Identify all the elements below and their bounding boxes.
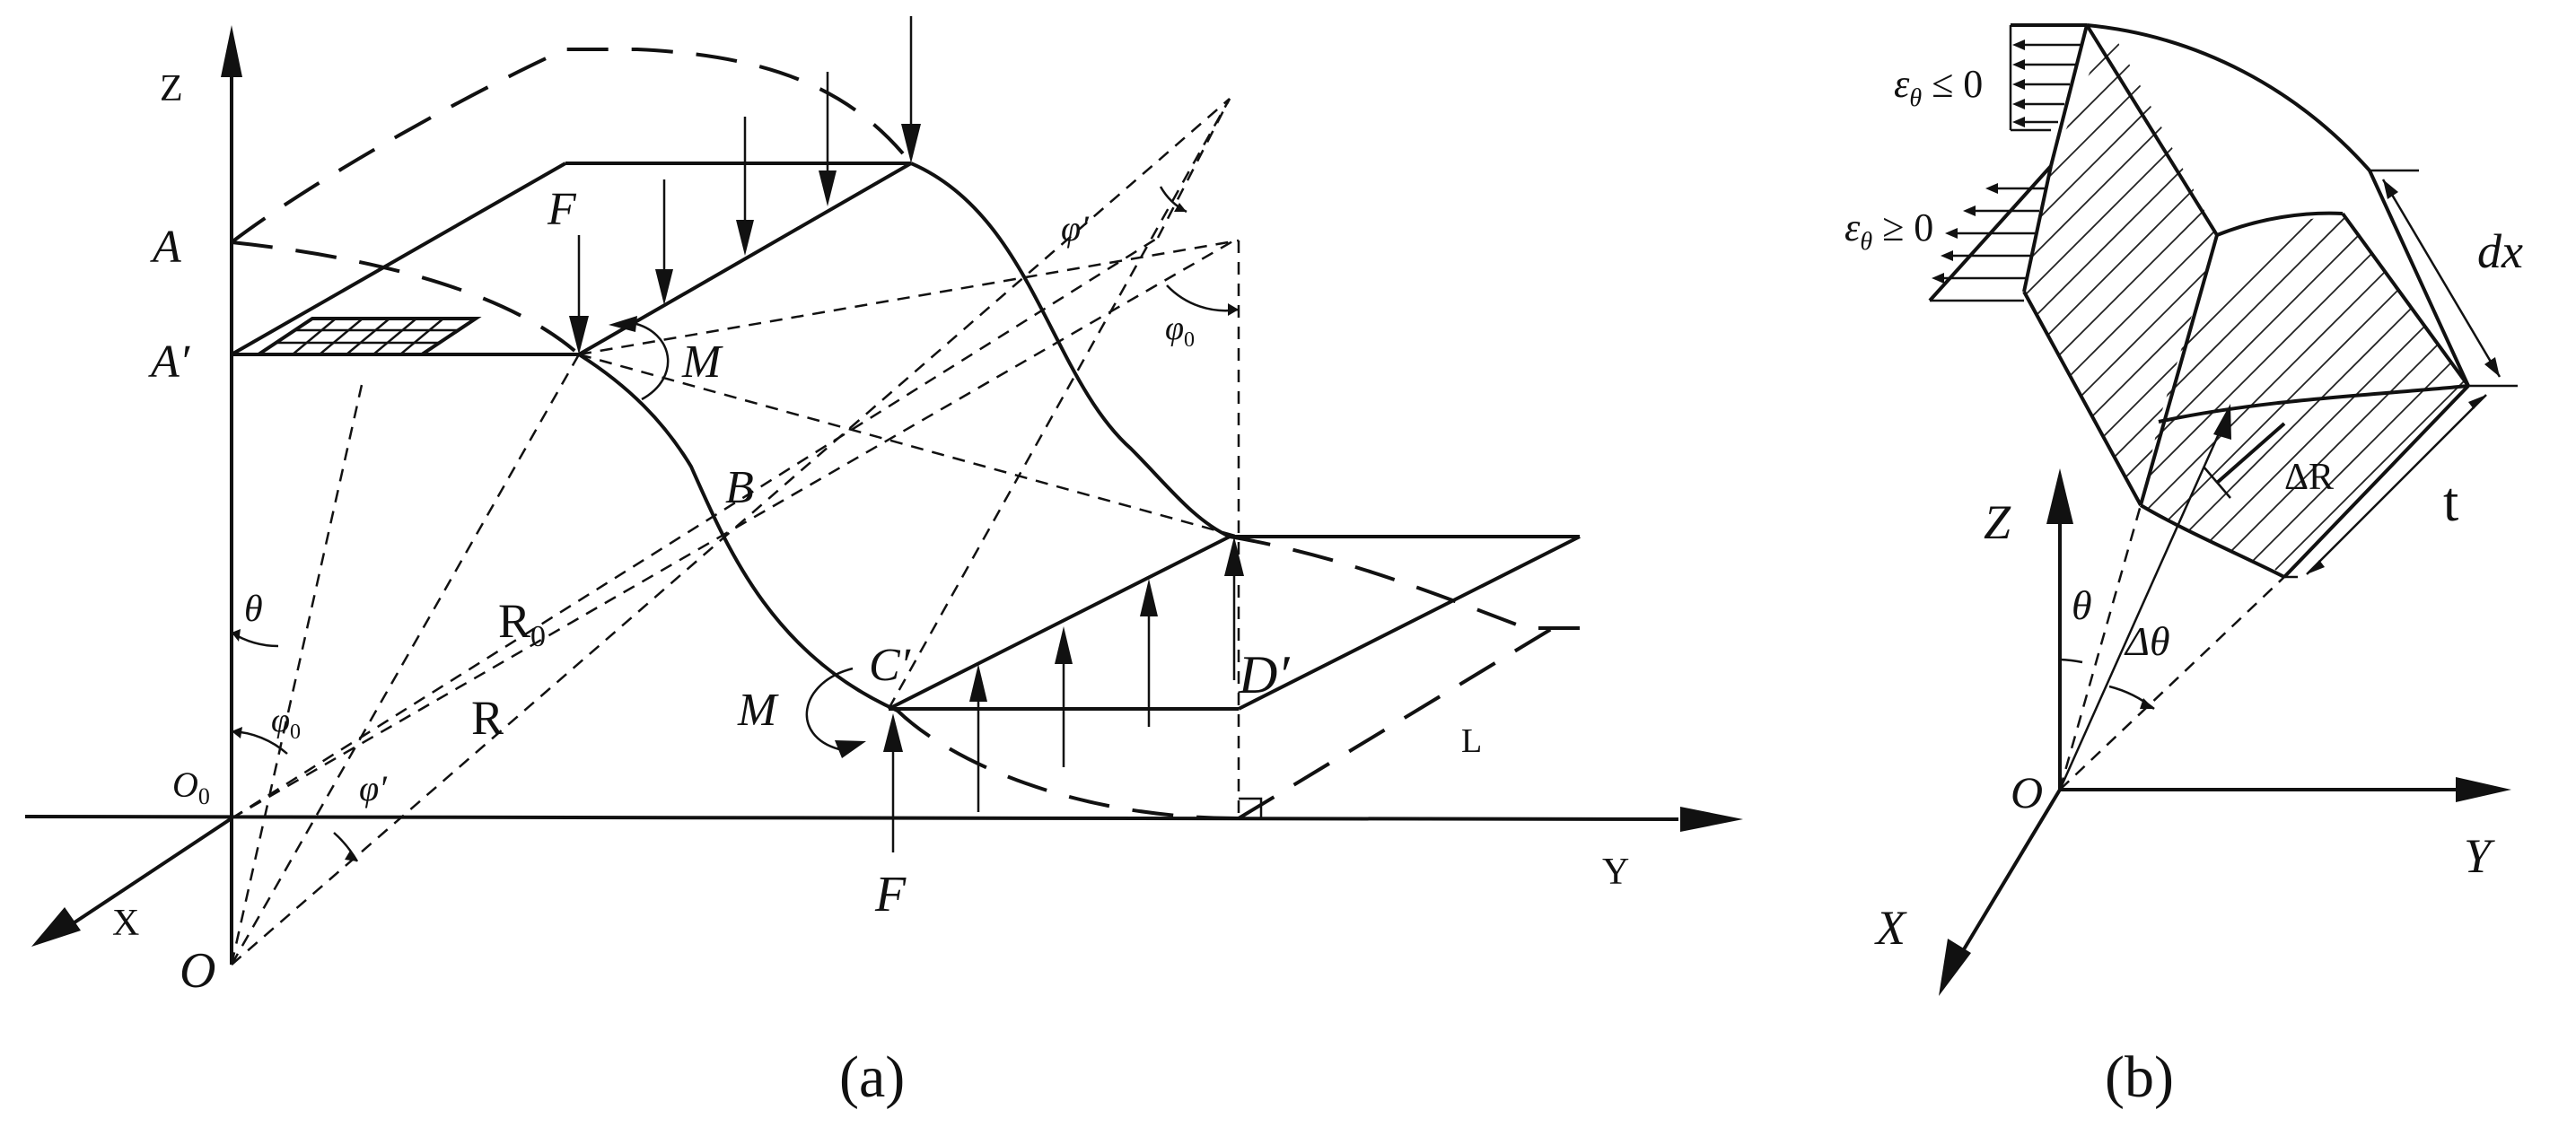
web-curve-back [910,162,1231,538]
strain-top-label: εθ ≤ 0 [1894,62,1983,112]
moment-top-label: M [681,336,723,388]
angle-phi-prime-bottom-label: φ′ [359,768,388,808]
axis-y-label: Y [1602,852,1629,893]
axis-x-label: X [112,903,139,944]
mesh-element [252,317,482,356]
radius-r0-label: R0 [498,594,546,653]
y-axis-arrowhead [1680,807,1743,832]
angle-theta-label: θ [244,589,263,630]
axes-b [1939,468,2511,996]
axis-z-label: Z [160,68,183,109]
strain-bottom-label: εθ ≥ 0 [1844,205,1933,256]
delta-r-label: ΔR [2284,457,2334,498]
origin-label-b: O [2011,767,2043,817]
panel-a: Z Y X A A′ B C′ D′ O0 O F F M M R0 R θ φ… [24,16,1743,1110]
point-a-prime-label: A′ [148,336,191,388]
angle-phi-prime-top-label: φ′ [1061,208,1090,249]
caption-a: (a) [839,1044,905,1110]
moment-bottom-label: M [737,685,779,736]
point-a-label: A [150,222,181,273]
force-bottom-label: F [874,867,907,922]
lower-load-arrows [883,537,1244,852]
angle-phi0-right-label: φ0 [1165,310,1195,352]
dimension-markers [2284,169,2518,579]
right-angle-marker [1239,797,1263,818]
x-axis [70,817,233,926]
moment-top-arc [632,321,670,401]
labels-b: εθ ≤ 0 εθ ≥ 0 dx ΔR t Z Y X O θ Δθ [1844,62,2523,955]
element-outline [2022,23,2470,579]
moment-bottom-arc [805,667,854,751]
undeformed-sheet [230,48,1580,820]
origin-o-label: O [180,943,215,999]
z-axis-arrowhead [221,25,242,77]
length-dx-label: dx [2477,224,2523,278]
delta-r-line [2215,422,2286,485]
panel-b: εθ ≤ 0 εθ ≥ 0 dx ΔR t Z Y X O θ Δθ (b) [1844,23,2523,1110]
angle-arcs [231,186,1240,862]
strain-bottom-arrows [1928,164,2053,302]
angle-dtheta-label-b: Δθ [2124,618,2170,664]
construction-lines [230,98,1240,966]
thickness-t-label: t [2443,472,2458,533]
length-l-label: L [1461,722,1482,760]
radius-r-label: R [471,691,504,745]
caption-b: (b) [2105,1044,2174,1110]
strain-top-arrows [2009,23,2087,132]
point-c-prime-label: C′ [869,640,912,691]
radial-lines-b [2058,404,2285,791]
moment-bottom-arrowhead [835,740,866,758]
point-b-label: B [725,462,754,513]
point-d-prime-label: D′ [1238,645,1290,704]
axis-y-label-b: Y [2464,829,2495,883]
delta-r-tick [2203,466,2231,499]
x-axis-arrowhead [31,907,81,947]
y-axis [24,815,1679,821]
axis-x-label-b: X [1874,901,1907,955]
lower-flange [888,535,1581,711]
origin-o0-label: O0 [172,765,210,809]
axis-z-label-b: Z [1984,495,2011,549]
web-curve-front [577,353,898,712]
moment-top-arrowhead [609,316,637,332]
angle-theta-label-b: θ [2072,582,2092,628]
force-top-label: F [547,184,577,235]
labels-a: Z Y X A A′ B C′ D′ O0 O F F M M R0 R θ φ… [112,68,1629,999]
angle-phi0-left-label: φ0 [271,702,301,744]
axes-a [24,25,1743,965]
upper-load-arrows [569,16,921,354]
